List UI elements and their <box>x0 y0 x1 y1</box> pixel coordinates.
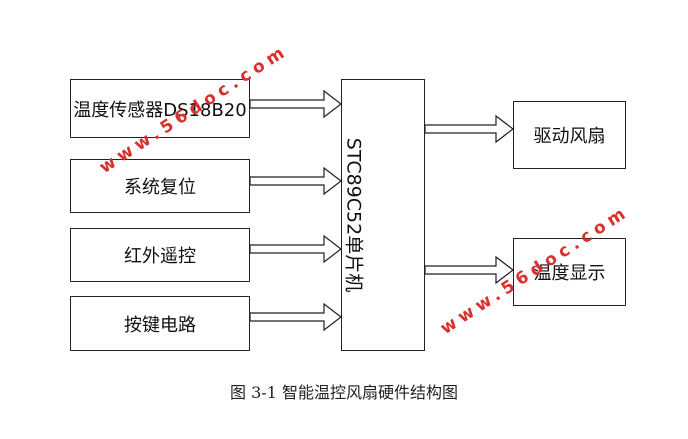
output-label-temperature-display: 温度显示 <box>533 263 606 284</box>
input-box-system-reset: 系统复位 <box>70 159 250 213</box>
output-box-temperature-display: 温度显示 <box>513 238 626 306</box>
input-box-temperature-sensor: 温度传感器DS18B20 <box>70 79 250 138</box>
figure-caption: 图 3-1 智能温控风扇硬件结构图 <box>230 383 458 402</box>
input-box-infrared-remote: 红外遥控 <box>70 228 250 282</box>
arrow-keys-to-mcu <box>249 302 342 332</box>
input-label-key-circuit: 按键电路 <box>124 314 196 336</box>
input-label-temperature-sensor: 温度传感器DS18B20 <box>73 99 247 121</box>
input-label-infrared-remote: 红外遥控 <box>124 246 196 267</box>
output-box-drive-fan: 驱动风扇 <box>513 101 626 169</box>
arrow-mcu-to-fan <box>424 114 514 144</box>
input-box-key-circuit: 按键电路 <box>70 296 250 351</box>
arrow-mcu-to-display <box>424 255 514 285</box>
arrow-reset-to-mcu <box>249 166 342 196</box>
output-label-drive-fan: 驱动风扇 <box>533 126 606 147</box>
mcu-label: STC89C52单片机 <box>342 137 365 293</box>
arrow-ir-to-mcu <box>249 234 342 264</box>
input-label-system-reset: 系统复位 <box>124 177 196 198</box>
arrow-sensor-to-mcu <box>249 89 342 119</box>
mcu-box <box>341 79 425 351</box>
